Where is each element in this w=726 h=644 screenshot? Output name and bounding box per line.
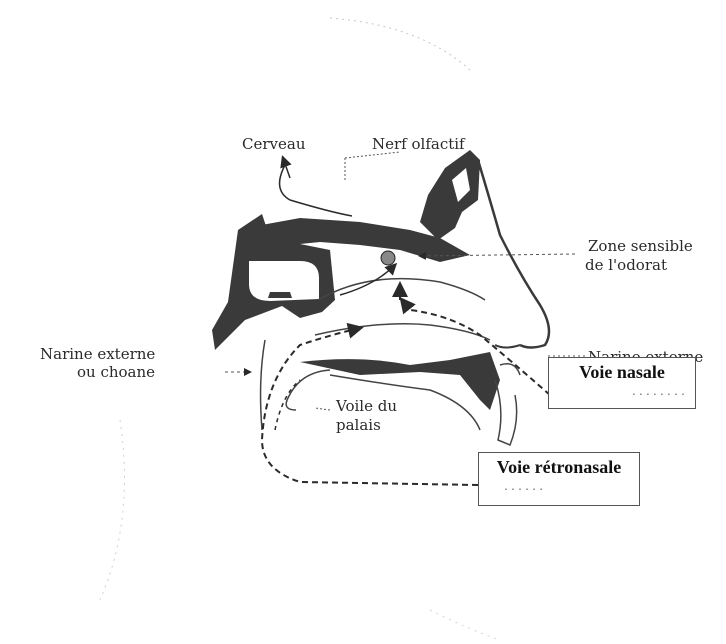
frontal-bone: [420, 150, 480, 240]
pointer-nerf: [345, 152, 400, 180]
olfactory-zone-spot: [381, 251, 395, 265]
label-nerf-olfactif: Nerf olfactif: [372, 136, 465, 153]
nose-tip: [495, 345, 520, 348]
airflow-arrow-inner: [340, 265, 395, 295]
label-narine-externe-left: Narine externe: [40, 346, 155, 363]
turbinate-upper: [318, 279, 485, 300]
hard-palate: [300, 352, 500, 410]
label-zone-sensible: Zone sensible: [588, 238, 693, 255]
label-cerveau: Cerveau: [242, 136, 305, 153]
scan-arc-left: [100, 420, 125, 600]
voie-retronasale-dots: ......: [479, 482, 639, 493]
label-palais: palais: [336, 417, 381, 434]
voie-nasale-title: Voie nasale: [549, 358, 695, 383]
scan-arc-right: [430, 610, 500, 640]
label-de-l-odorat: de l'odorat: [585, 257, 667, 274]
pointer-cerveau: [280, 165, 352, 216]
label-voile-du: Voile du: [336, 398, 397, 415]
pointer-voile: [315, 408, 330, 410]
nasal-bridge: [478, 160, 549, 348]
voie-nasale-dots: ........: [549, 387, 695, 398]
retronasal-route-secondary: [275, 380, 300, 430]
lip-outline: [495, 380, 517, 445]
voie-retronasale-title: Voie rétronasale: [479, 453, 639, 478]
scan-arc-top: [330, 18, 470, 70]
label-ou-choane: ou choane: [77, 364, 155, 381]
sinus-detail: [268, 292, 292, 298]
voie-nasale-box: Voie nasale ........: [548, 357, 696, 409]
soft-palate-outline: [286, 370, 330, 410]
voie-retronasale-box: Voie rétronasale ......: [478, 452, 640, 506]
